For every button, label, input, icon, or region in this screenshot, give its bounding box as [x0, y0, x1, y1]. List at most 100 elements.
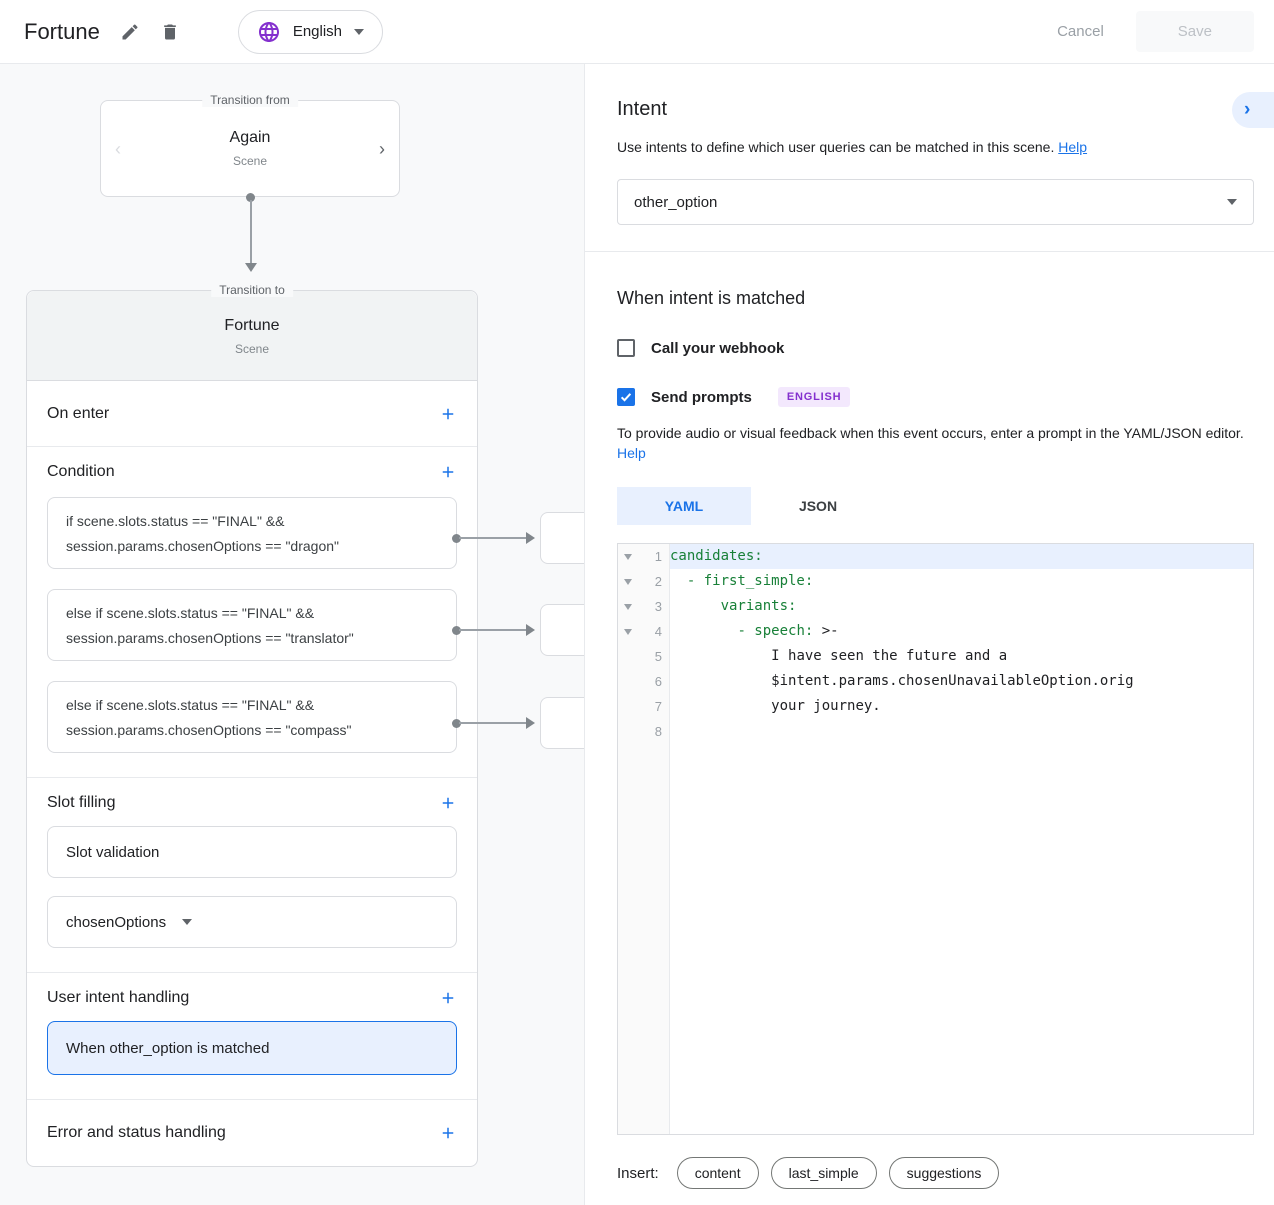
tab-yaml[interactable]: YAML: [617, 487, 751, 525]
edit-title-button[interactable]: [120, 22, 140, 42]
slot-validation-label: Slot validation: [66, 843, 160, 861]
editor-tabs: YAML JSON: [617, 487, 1254, 525]
on-enter-label: On enter: [47, 404, 110, 422]
edge-target-card[interactable]: [540, 604, 584, 656]
code-line: variants:: [720, 598, 797, 614]
fold-toggle[interactable]: [618, 628, 638, 635]
prompts-help-link[interactable]: Help: [617, 445, 646, 461]
webhook-checkbox[interactable]: [617, 339, 635, 357]
caret-down-icon: [354, 28, 365, 35]
condition-line1: else if scene.slots.status == "FINAL" &&: [66, 697, 315, 713]
line-number: 3: [654, 599, 662, 614]
insert-chip-content[interactable]: content: [676, 1157, 759, 1189]
intent-detail-panel: Intent › Use intents to define which use…: [584, 64, 1274, 1205]
language-label: English: [292, 23, 343, 40]
user-intent-handling-label: User intent handling: [47, 989, 190, 1006]
insert-chip-suggestions[interactable]: suggestions: [888, 1157, 1000, 1189]
scene-header: Fortune Scene: [27, 291, 477, 381]
line-number: 5: [654, 649, 662, 664]
insert-label: Insert:: [617, 1164, 659, 1182]
chevron-left-icon: ‹: [115, 138, 121, 159]
page-title: Fortune: [24, 18, 100, 44]
fold-toggle[interactable]: [618, 603, 638, 610]
edge-line: [459, 722, 527, 724]
send-prompts-checkbox[interactable]: [617, 388, 635, 406]
prev-scene-button[interactable]: ‹: [115, 140, 121, 158]
collapse-panel-button[interactable]: ›: [1232, 92, 1274, 128]
intent-description: Use intents to define which user queries…: [617, 137, 1254, 157]
transition-from-card: Transition from ‹ Again Scene ›: [100, 93, 400, 197]
transition-to-legend: Transition to: [211, 283, 293, 297]
scene-canvas: Transition from ‹ Again Scene › Transiti…: [0, 64, 584, 1205]
to-scene-subtitle: Scene: [234, 342, 270, 356]
chevron-right-icon: ›: [1244, 99, 1251, 120]
selected-intent-value: other_option: [634, 193, 718, 211]
intent-help-link[interactable]: Help: [1058, 139, 1088, 155]
condition-card[interactable]: else if scene.slots.status == "FINAL" &&…: [47, 681, 457, 753]
code-line: [670, 719, 1253, 744]
add-slot-button[interactable]: [439, 794, 457, 812]
line-number: 6: [654, 674, 662, 689]
slot-chosenoptions-card[interactable]: chosenOptions: [47, 896, 457, 948]
check-icon: [619, 390, 633, 404]
add-error-handler-button[interactable]: [439, 1124, 457, 1142]
intent-select[interactable]: other_option: [617, 179, 1254, 225]
condition-card[interactable]: if scene.slots.status == "FINAL" && sess…: [47, 497, 457, 569]
slot-validation-card[interactable]: Slot validation: [47, 826, 457, 878]
webhook-label: Call your webhook: [651, 339, 785, 357]
add-intent-handler-button[interactable]: [439, 989, 457, 1007]
pencil-icon: [120, 22, 140, 42]
section-slot-filling: Slot filling Slot validation chosenOptio…: [27, 778, 477, 973]
delete-scene-button[interactable]: [160, 22, 180, 42]
fold-toggle[interactable]: [618, 553, 638, 560]
plus-icon: [439, 463, 457, 481]
line-number: 2: [654, 574, 662, 589]
add-condition-button[interactable]: [439, 463, 457, 481]
language-selector[interactable]: English: [237, 9, 384, 54]
fold-triangle-icon: [624, 578, 632, 585]
next-scene-button[interactable]: ›: [379, 140, 385, 158]
section-user-intent-handling: User intent handling When other_option i…: [27, 973, 477, 1100]
intent-handler-label: When other_option is matched: [66, 1039, 270, 1057]
insert-toolbar: Insert: content last_simple suggestions: [617, 1157, 1254, 1189]
language-badge: ENGLISH: [777, 387, 851, 407]
panel-divider: [585, 251, 1274, 252]
plus-icon: [439, 794, 457, 812]
condition-line2: session.params.chosenOptions == "transla…: [66, 630, 354, 646]
edge-target-card[interactable]: [540, 512, 584, 564]
code-line: $intent.params.chosenUnavailableOption.o…: [771, 673, 1134, 689]
plus-icon: [439, 989, 457, 1007]
condition-line1: else if scene.slots.status == "FINAL" &&: [66, 605, 315, 621]
code-editor[interactable]: 1 2 3 4 5 6 7 8 candidates: - first_simp…: [617, 543, 1254, 1135]
topbar: Fortune English Cancel Save: [0, 0, 1274, 64]
section-error-handling: Error and status handling: [27, 1100, 477, 1166]
connector-arrowhead-icon: [245, 263, 257, 272]
code-line: - speech: >-: [737, 623, 839, 639]
insert-chip-last-simple[interactable]: last_simple: [770, 1157, 877, 1189]
tab-json[interactable]: JSON: [751, 487, 885, 525]
line-number: 8: [654, 724, 662, 739]
caret-down-icon: [182, 919, 193, 925]
prompts-description: To provide audio or visual feedback when…: [617, 423, 1254, 463]
globe-icon: [257, 20, 281, 44]
when-matched-title: When intent is matched: [617, 288, 806, 308]
edge-line: [459, 629, 527, 631]
from-scene-subtitle: Scene: [232, 154, 267, 168]
intent-handler-card-selected[interactable]: When other_option is matched: [47, 1021, 457, 1075]
connector-dot: [246, 193, 255, 202]
plus-icon: [439, 405, 457, 423]
fold-toggle[interactable]: [618, 578, 638, 585]
condition-line2: session.params.chosenOptions == "compass…: [66, 722, 352, 738]
cancel-button[interactable]: Cancel: [1039, 13, 1122, 50]
plus-icon: [439, 1124, 457, 1142]
edge-target-card[interactable]: [540, 697, 584, 749]
line-number: 4: [654, 624, 662, 639]
code-line: your journey.: [771, 698, 881, 714]
condition-card[interactable]: else if scene.slots.status == "FINAL" &&…: [47, 589, 457, 661]
add-on-enter-button[interactable]: [439, 405, 457, 423]
code-line: candidates:: [670, 544, 1253, 569]
edge-arrowhead-icon: [526, 532, 535, 544]
editor-code-area[interactable]: candidates: - first_simple: variants: - …: [670, 544, 1253, 1134]
save-button[interactable]: Save: [1135, 11, 1254, 52]
edge-arrowhead-icon: [526, 717, 535, 729]
